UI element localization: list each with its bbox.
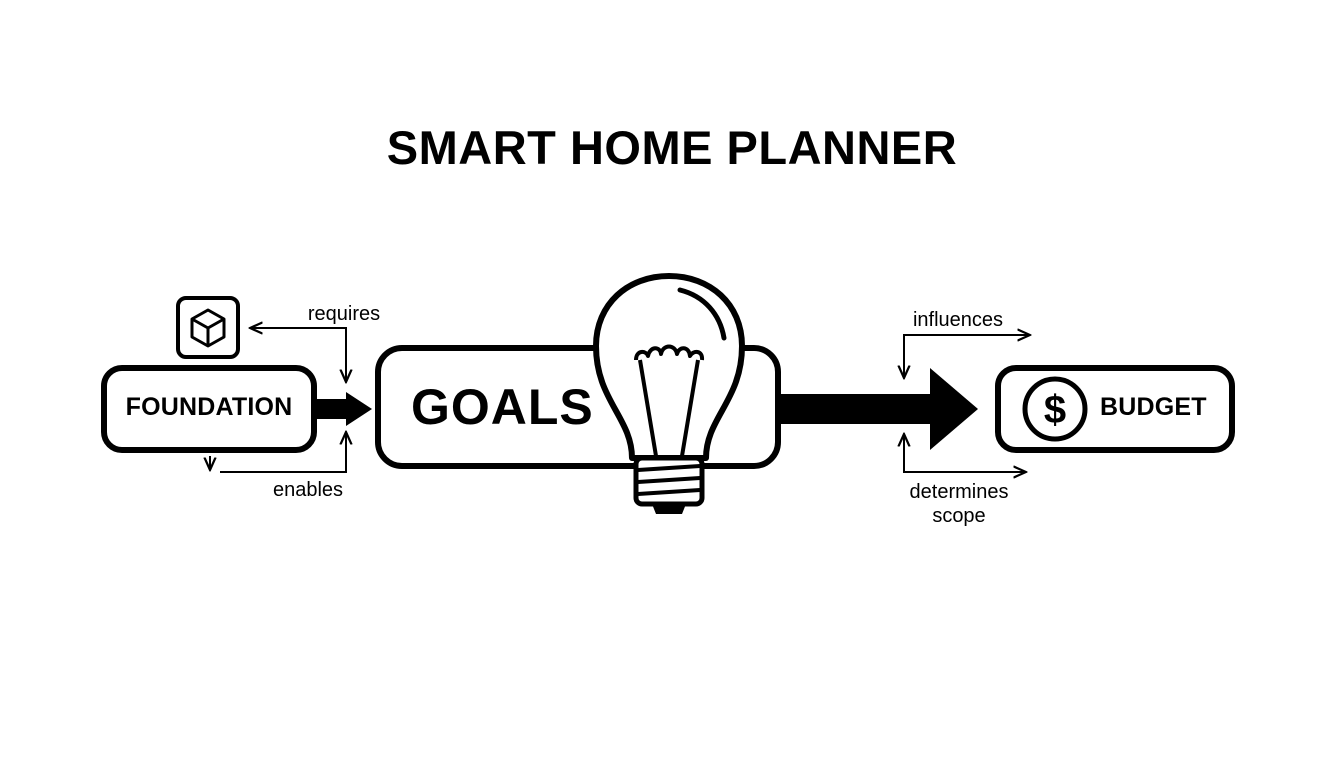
requires-label: requires (307, 303, 381, 325)
determines-scope-label: determines scope (909, 481, 1009, 527)
budget-label: BUDGET (1100, 393, 1207, 421)
determines-scope-connector (904, 434, 1026, 472)
foundation-to-goals-arrow (314, 392, 372, 426)
enables-connector (210, 432, 346, 473)
foundation-label: FOUNDATION (125, 393, 293, 421)
dollar-coin-icon: $ (1022, 376, 1088, 442)
enables-label: enables (272, 479, 344, 501)
page-title: SMART HOME PLANNER (386, 121, 958, 174)
goals-to-budget-arrow (779, 368, 978, 450)
requires-connector (250, 328, 346, 382)
lightbulb-icon (593, 273, 745, 514)
influences-label: influences (912, 309, 1004, 331)
goals-label: GOALS (411, 379, 594, 435)
influences-connector (904, 335, 1030, 378)
svg-text:$: $ (1044, 388, 1066, 432)
cube-icon (176, 296, 240, 359)
